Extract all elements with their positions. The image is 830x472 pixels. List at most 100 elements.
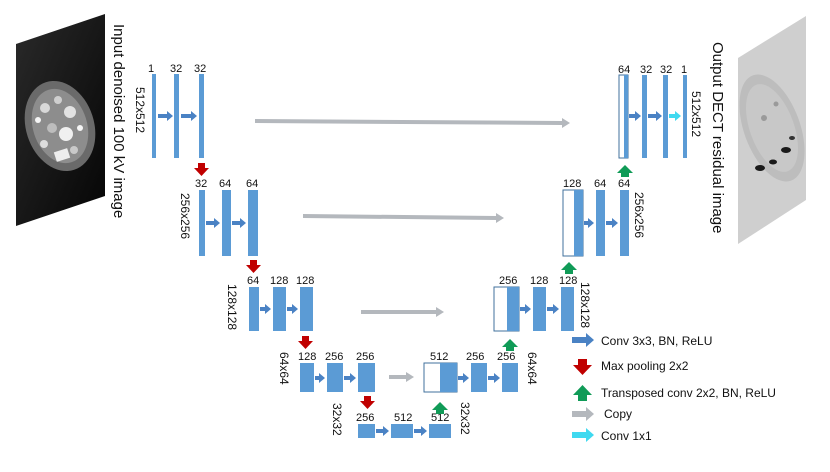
feature-map-l5-2 <box>391 424 413 438</box>
conv-arrow <box>648 111 662 121</box>
channel-label: 128 <box>270 275 288 287</box>
legend-conv1x1-arrow <box>572 428 594 442</box>
feature-map-l4-d2 <box>471 363 487 392</box>
dimension-label: 64x64 <box>525 352 539 385</box>
channel-label: 256 <box>497 351 515 363</box>
legend-copy-label: Copy <box>604 407 632 421</box>
output-label: Output DECT residual image <box>709 42 726 233</box>
dimension-label: 32x32 <box>458 402 472 435</box>
level1-encoder: 1 32 32 512x512 <box>133 63 206 158</box>
channel-label: 64 <box>246 178 258 190</box>
level3-encoder: 64 128 128 128x128 <box>225 275 314 331</box>
channel-label: 32 <box>640 64 652 76</box>
dimension-label: 512x512 <box>133 87 147 133</box>
conv-arrow <box>458 373 469 383</box>
maxpool-arrows <box>194 163 375 409</box>
conv-arrow <box>584 218 594 228</box>
channel-label: 256 <box>356 412 374 424</box>
level5-bottleneck: 256 512 512 32x32 32x32 <box>330 402 472 438</box>
level4-encoder: 128 256 256 64x64 <box>277 351 375 392</box>
legend-copy-arrow <box>572 407 594 421</box>
copy-arrow <box>255 118 570 128</box>
feature-map-l1-d4 <box>683 75 687 158</box>
conv-arrows <box>158 111 662 436</box>
dimension-label: 256x256 <box>178 193 192 239</box>
output-ct-image <box>738 16 806 244</box>
channel-label: 32 <box>170 63 182 75</box>
transposed-arrows <box>432 165 633 414</box>
dimension-label: 512x512 <box>689 91 703 137</box>
feature-map-l3-d2 <box>533 287 546 331</box>
conv-arrow <box>414 426 427 436</box>
level2-decoder: 128 64 64 256x256 <box>562 178 646 257</box>
conv1x1-arrow <box>669 111 681 121</box>
copy-arrow <box>361 307 444 317</box>
feature-map-l2-e1 <box>199 190 205 256</box>
legend-maxpool-label: Max pooling 2x2 <box>601 359 689 373</box>
feature-map-l2-d2 <box>596 190 605 256</box>
maxpool-arrow <box>194 163 209 176</box>
conv-arrow <box>315 373 325 383</box>
channel-label: 128 <box>296 275 314 287</box>
maxpool-arrow <box>246 260 261 273</box>
feature-map-l1-d-copy <box>624 75 628 158</box>
feature-map-l5-1 <box>358 424 375 438</box>
feature-map-l4-d-copy <box>440 363 457 392</box>
conv-arrow <box>287 304 298 314</box>
channel-label: 64 <box>247 275 259 287</box>
legend-conv1x1-label: Conv 1x1 <box>601 429 652 443</box>
channel-label: 256 <box>499 275 517 287</box>
channel-label: 128 <box>298 351 316 363</box>
legend: Conv 3x3, BN, ReLU Max pooling 2x2 Trans… <box>572 333 776 443</box>
channel-label: 64 <box>618 64 630 76</box>
channel-label: 32 <box>660 64 672 76</box>
feature-map-l2-d-copy <box>574 190 583 256</box>
conv-arrow <box>547 304 559 314</box>
dimension-label: 256x256 <box>632 192 646 238</box>
conv-arrow <box>344 373 356 383</box>
channel-label: 32 <box>194 63 206 75</box>
channel-label: 32 <box>195 178 207 190</box>
conv-arrow <box>181 111 197 121</box>
feature-map-l5-3 <box>429 424 451 438</box>
feature-map-l3-d-copy <box>507 287 519 331</box>
feature-map-l3-d3 <box>561 287 574 331</box>
channel-label: 64 <box>219 178 231 190</box>
legend-conv-arrow <box>572 333 594 347</box>
feature-map-l1-e2 <box>174 74 179 158</box>
dimension-label: 128x128 <box>225 284 239 330</box>
transposed-arrow <box>502 339 518 351</box>
level3-decoder: 256 128 128 128x128 <box>493 275 592 332</box>
legend-maxpool-arrow <box>573 359 592 375</box>
conv-arrow <box>232 218 246 228</box>
conv-arrow <box>158 111 173 121</box>
level2-encoder: 32 64 64 256x256 <box>178 178 258 256</box>
conv-arrow <box>520 304 531 314</box>
transposed-arrow <box>561 262 577 274</box>
copy-arrow <box>389 372 414 382</box>
channel-label: 64 <box>618 178 630 190</box>
channel-label: 512 <box>430 351 448 363</box>
transposed-arrow <box>432 402 448 414</box>
legend-conv-label: Conv 3x3, BN, ReLU <box>601 334 712 348</box>
conv-arrow <box>629 111 641 121</box>
channel-label: 512 <box>431 412 449 424</box>
feature-map-l3-e2 <box>273 287 286 331</box>
channel-label: 256 <box>356 351 374 363</box>
channel-label: 256 <box>466 351 484 363</box>
feature-map-l1-e3 <box>199 74 204 158</box>
feature-map-l2-d3 <box>620 190 629 256</box>
conv-arrow <box>260 304 271 314</box>
channel-label: 64 <box>594 178 606 190</box>
channel-label: 256 <box>325 351 343 363</box>
level1-decoder: 64 32 32 1 512x512 <box>618 64 703 159</box>
feature-map-l1-d2 <box>642 75 647 158</box>
dimension-label: 128x128 <box>578 282 592 328</box>
input-label: Input denoised 100 kV image <box>110 24 127 218</box>
feature-map-l4-e3 <box>358 363 375 392</box>
input-ct-image <box>16 14 105 226</box>
conv-arrow <box>376 426 389 436</box>
channel-label: 1 <box>681 64 687 76</box>
channel-label: 1 <box>148 63 154 75</box>
